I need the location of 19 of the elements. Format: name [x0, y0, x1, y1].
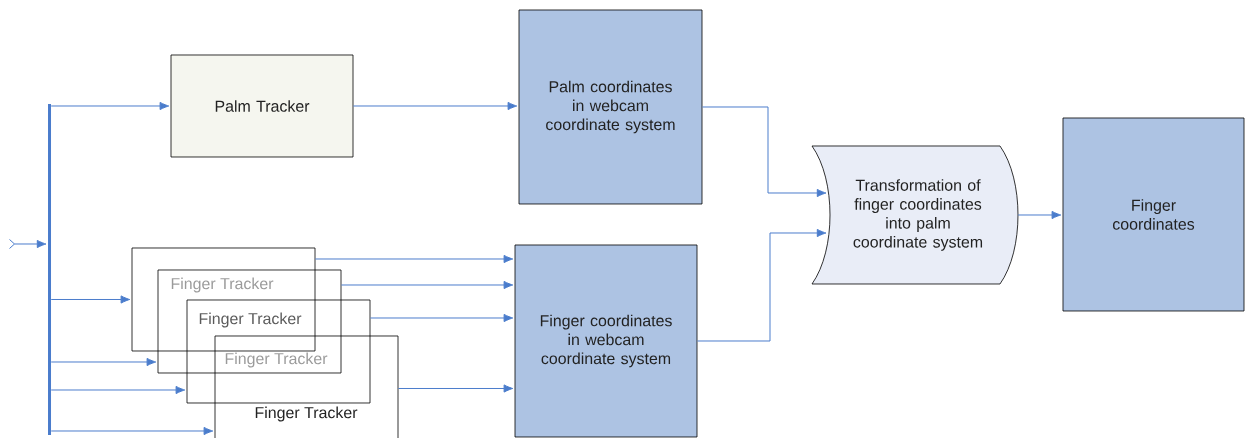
process-shape: Transformation of finger coordinates into palm coordinate system	[811, 145, 1019, 285]
data-box: Finger coordinates	[1062, 117, 1245, 312]
arrow	[314, 254, 514, 264]
arrow	[9, 239, 47, 249]
process-box: Palm Tracker	[170, 54, 354, 158]
arrow	[340, 280, 514, 290]
arrow	[369, 313, 514, 323]
arrow	[701, 106, 827, 198]
arrow	[696, 228, 827, 342]
arrow	[50, 385, 186, 395]
arrow	[50, 295, 131, 304]
arrow	[50, 357, 157, 367]
arrow	[397, 384, 514, 393]
data-box: Palm coordinates in webcam coordinate system	[518, 9, 703, 205]
arrow	[1017, 210, 1062, 220]
data-box: Finger coordinates in webcam coordinate system	[514, 244, 698, 438]
arrow	[50, 101, 170, 111]
arrow	[352, 101, 518, 111]
arrow	[50, 426, 214, 436]
